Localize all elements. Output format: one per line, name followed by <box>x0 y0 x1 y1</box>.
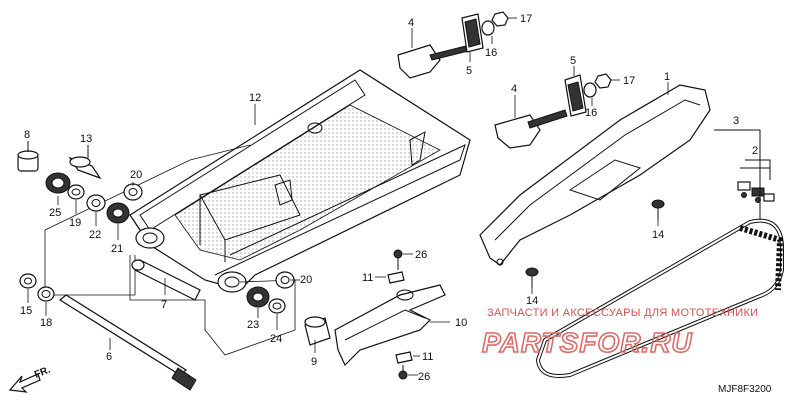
collar-9 <box>304 316 331 346</box>
direction-label: FR. <box>33 364 52 380</box>
collar-8 <box>17 150 39 172</box>
bearing-21 <box>106 202 130 224</box>
callout-26-lower: 26 <box>418 371 430 383</box>
spacer-13 <box>68 156 102 180</box>
bearing-23 <box>246 286 270 308</box>
callout-4-lower: 4 <box>511 83 517 95</box>
drive-chain <box>535 218 784 378</box>
callout-5-lower: 5 <box>570 55 576 67</box>
callout-11-lower: 11 <box>422 351 433 363</box>
seal-24 <box>268 298 286 314</box>
callout-14-upper: 14 <box>652 229 664 241</box>
callout-6: 6 <box>106 351 112 363</box>
callout-20-lower: 20 <box>300 274 312 286</box>
watermark-brand: PARTSFOR.RU <box>482 327 693 358</box>
callout-24: 24 <box>270 333 282 345</box>
seal-19 <box>67 184 85 200</box>
callout-9: 9 <box>311 356 317 368</box>
adjuster-4-lower <box>494 109 568 149</box>
adjuster-4-upper <box>397 44 473 79</box>
callout-15: 15 <box>20 305 32 317</box>
washer-18 <box>37 286 55 302</box>
collar-22 <box>86 194 106 212</box>
callout-23: 23 <box>247 319 259 331</box>
plate-5-upper <box>461 13 484 53</box>
callout-13: 13 <box>80 133 92 145</box>
callout-14-lower: 14 <box>526 295 538 307</box>
nut-17-lower <box>594 73 612 89</box>
swingarm <box>129 69 471 293</box>
callout-25: 25 <box>49 207 61 219</box>
callout-11-upper: 11 <box>362 272 373 284</box>
clip-11-upper <box>387 271 405 284</box>
callout-2: 2 <box>752 145 758 157</box>
callout-20-upper: 20 <box>130 169 142 181</box>
pivot-bolt-6 <box>58 294 197 391</box>
callout-21: 21 <box>111 243 123 255</box>
screw-26-upper <box>393 249 403 270</box>
diagram-code: MJF8F3200 <box>718 384 772 395</box>
callout-22: 22 <box>89 229 101 241</box>
nut-16-upper <box>481 20 495 36</box>
screw-26-lower <box>398 365 408 380</box>
callout-17-upper: 17 <box>520 13 532 25</box>
chain-joint <box>737 181 775 203</box>
plate-5-lower <box>564 74 587 117</box>
callout-8: 8 <box>24 129 30 141</box>
callout-19: 19 <box>69 217 81 229</box>
bolt-14-lower <box>525 267 539 288</box>
callout-10: 10 <box>455 317 467 329</box>
nut-17-upper <box>491 11 509 27</box>
callout-1: 1 <box>664 71 670 83</box>
callout-26-upper: 26 <box>415 249 427 261</box>
clip-11-lower <box>395 351 413 364</box>
callout-7: 7 <box>161 299 167 311</box>
spacer-7 <box>131 259 201 301</box>
chain-guard <box>479 84 711 266</box>
watermark-caption: ЗАПЧАСТИ И АКСЕССУАРЫ ДЛЯ МОТОТЕХНИКИ <box>487 307 758 319</box>
nut-16-lower <box>583 82 597 98</box>
callout-12: 12 <box>249 92 261 104</box>
callout-3: 3 <box>733 115 739 127</box>
bearing-25 <box>45 172 71 194</box>
callout-16-upper: 16 <box>485 47 497 59</box>
front-direction-arrow-icon <box>8 373 41 393</box>
callout-4-upper: 4 <box>408 17 414 29</box>
bolt-14-upper <box>651 199 665 220</box>
callout-18: 18 <box>40 317 52 329</box>
callout-16-lower: 16 <box>585 107 597 119</box>
callout-17-lower: 17 <box>623 75 635 87</box>
collar-20-upper <box>123 183 143 201</box>
nut-15 <box>19 273 37 289</box>
callout-5-upper: 5 <box>466 65 472 77</box>
chain-slider <box>334 284 446 367</box>
